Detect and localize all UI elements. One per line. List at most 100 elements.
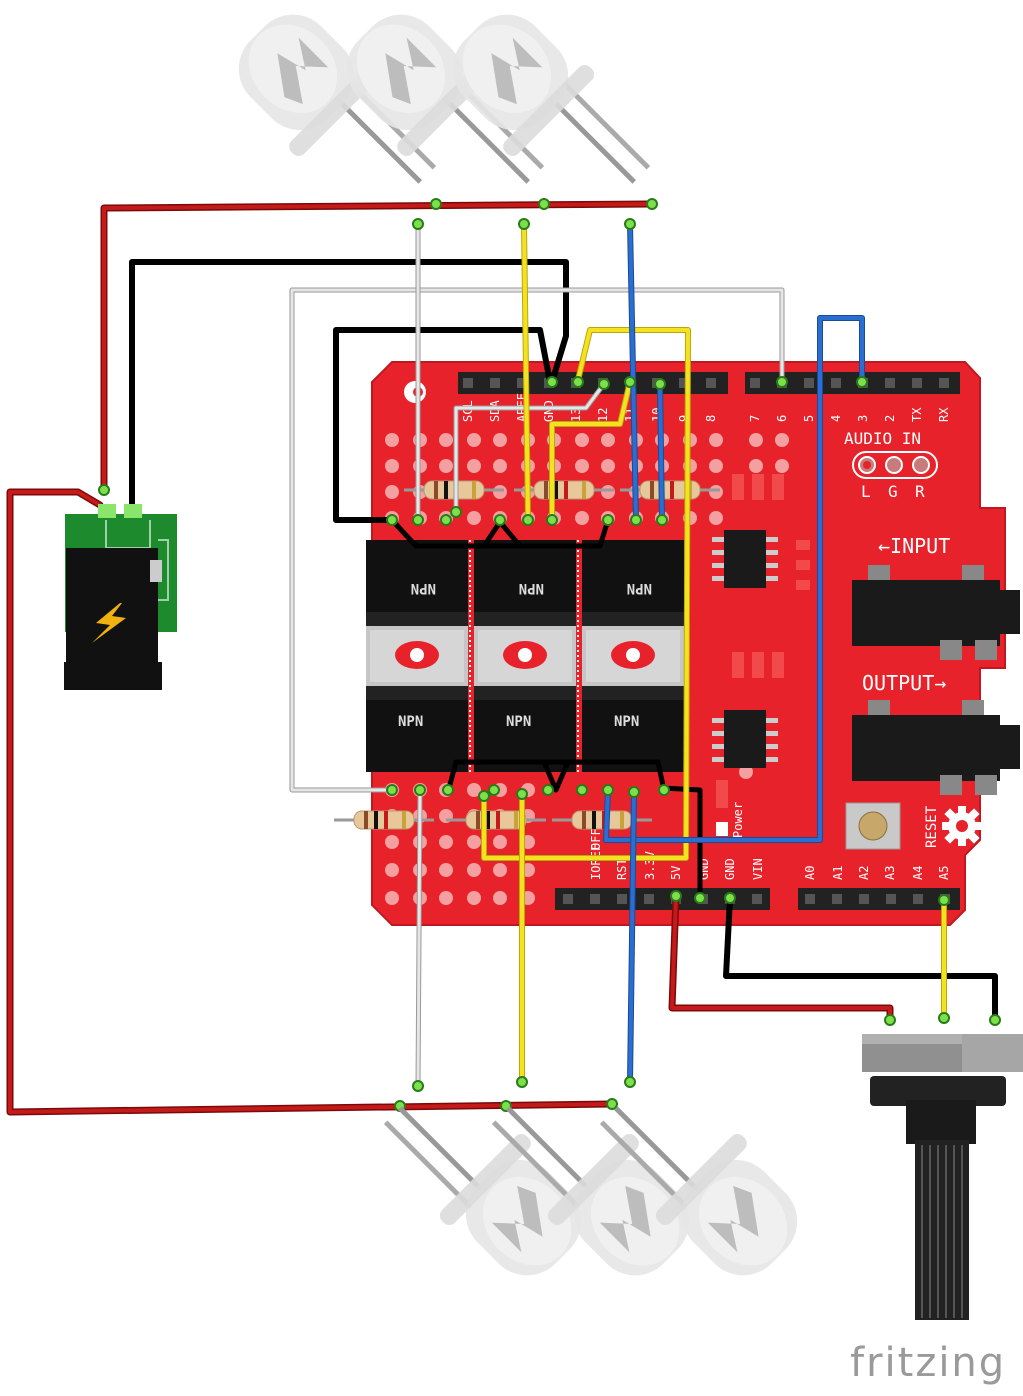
wire-endpoint[interactable]: [98, 484, 110, 496]
header-pin[interactable]: [804, 378, 814, 388]
wire-endpoint[interactable]: [538, 198, 550, 210]
proto-hole: [575, 433, 589, 447]
proto-hole: [467, 863, 481, 877]
wire-endpoint[interactable]: [598, 378, 610, 390]
top-header-right: [745, 372, 960, 394]
header-pin[interactable]: [939, 378, 949, 388]
top-header-label: 12: [596, 408, 610, 422]
header-pin[interactable]: [859, 894, 869, 904]
proto-hole: [385, 891, 399, 905]
top-header-label: 13: [569, 408, 583, 422]
wire-endpoint[interactable]: [938, 894, 950, 906]
header-pin[interactable]: [706, 378, 716, 388]
wire-endpoint[interactable]: [606, 1098, 618, 1110]
top-header-label: 3: [856, 415, 870, 422]
wire-endpoint[interactable]: [989, 1014, 1001, 1026]
wire-endpoint[interactable]: [542, 784, 554, 796]
wire-endpoint[interactable]: [522, 514, 534, 526]
header-pin[interactable]: [563, 894, 573, 904]
wire-endpoint[interactable]: [430, 198, 442, 210]
wire-endpoint[interactable]: [602, 784, 614, 796]
wire-endpoint[interactable]: [450, 506, 462, 518]
npn-label: NPN: [614, 714, 639, 730]
reset-button[interactable]: [845, 802, 901, 850]
wire-endpoint[interactable]: [414, 784, 426, 796]
header-pin[interactable]: [590, 894, 600, 904]
wire-endpoint[interactable]: [478, 790, 490, 802]
wire-endpoint[interactable]: [488, 784, 500, 796]
bottom-header-label: GND: [723, 858, 737, 880]
header-pin[interactable]: [886, 894, 896, 904]
header-pin[interactable]: [679, 378, 689, 388]
header-pin[interactable]: [463, 378, 473, 388]
transistor-heatsink: [474, 626, 576, 686]
wire-endpoint[interactable]: [670, 890, 682, 902]
wire-endpoint[interactable]: [628, 786, 640, 798]
wire-endpoint[interactable]: [494, 514, 506, 526]
wire-endpoint[interactable]: [694, 892, 706, 904]
wire-endpoint[interactable]: [440, 514, 452, 526]
header-pin[interactable]: [913, 894, 923, 904]
wire-endpoint[interactable]: [624, 376, 636, 388]
wire-endpoint[interactable]: [516, 1076, 528, 1088]
wire-endpoint[interactable]: [386, 514, 398, 526]
proto-hole: [385, 835, 399, 849]
bottom-header-label: A5: [937, 866, 951, 880]
wire-endpoint[interactable]: [412, 514, 424, 526]
wire-endpoint[interactable]: [572, 376, 584, 388]
proto-hole: [493, 835, 507, 849]
npn-label: NPN: [411, 580, 436, 596]
wire-endpoint[interactable]: [412, 1080, 424, 1092]
header-pin[interactable]: [885, 378, 895, 388]
wire-endpoint[interactable]: [884, 1014, 896, 1026]
bottom-header-label: RST: [615, 858, 629, 880]
header-pin[interactable]: [490, 378, 500, 388]
header-pin[interactable]: [752, 894, 762, 904]
wire-endpoint[interactable]: [546, 514, 558, 526]
header-pin[interactable]: [831, 378, 841, 388]
wire-endpoint[interactable]: [938, 1012, 950, 1024]
wire-endpoint[interactable]: [386, 784, 398, 796]
wire-endpoint[interactable]: [658, 784, 670, 796]
power-switch[interactable]: [716, 780, 728, 836]
wire-endpoint[interactable]: [518, 218, 530, 230]
proto-hole: [439, 835, 453, 849]
header-pin[interactable]: [750, 378, 760, 388]
wire-endpoint[interactable]: [546, 376, 558, 388]
proto-hole: [439, 433, 453, 447]
header-pin[interactable]: [912, 378, 922, 388]
header-pin[interactable]: [617, 894, 627, 904]
potentiometer[interactable]: [862, 1034, 1023, 1320]
wire-endpoint[interactable]: [412, 218, 424, 230]
wire-endpoint[interactable]: [442, 784, 454, 796]
wire-endpoint[interactable]: [576, 784, 588, 796]
white-led: [383, 1106, 582, 1276]
wire-endpoint[interactable]: [630, 514, 642, 526]
wire-endpoint[interactable]: [624, 1076, 636, 1088]
wire-endpoint[interactable]: [656, 514, 668, 526]
header-pin[interactable]: [805, 894, 815, 904]
header-pin[interactable]: [832, 894, 842, 904]
wire-endpoint[interactable]: [602, 514, 614, 526]
wire-endpoint[interactable]: [776, 376, 788, 388]
wire-endpoint[interactable]: [654, 378, 666, 390]
transistor-heatsink: [366, 626, 468, 686]
proto-hole: [775, 433, 789, 447]
audio-in-connector: [852, 451, 938, 479]
top-header-label: 6: [775, 415, 789, 422]
wire-endpoint[interactable]: [624, 218, 636, 230]
wire-endpoint[interactable]: [646, 198, 658, 210]
wire-endpoint[interactable]: [724, 892, 736, 904]
wire-endpoint[interactable]: [516, 788, 528, 800]
top-header-label: 7: [748, 415, 762, 422]
gear-icon: [942, 806, 982, 846]
npn-label: NPN: [506, 714, 531, 730]
top-header-label: RX: [937, 407, 951, 422]
wire-black-jumper-bottom: [445, 759, 667, 795]
npn-transistor: NPN: [366, 686, 468, 772]
header-pin[interactable]: [517, 378, 527, 388]
wire-endpoint[interactable]: [856, 376, 868, 388]
proto-hole: [467, 783, 481, 797]
header-pin[interactable]: [644, 894, 654, 904]
npn-transistor: NPN: [474, 540, 576, 626]
